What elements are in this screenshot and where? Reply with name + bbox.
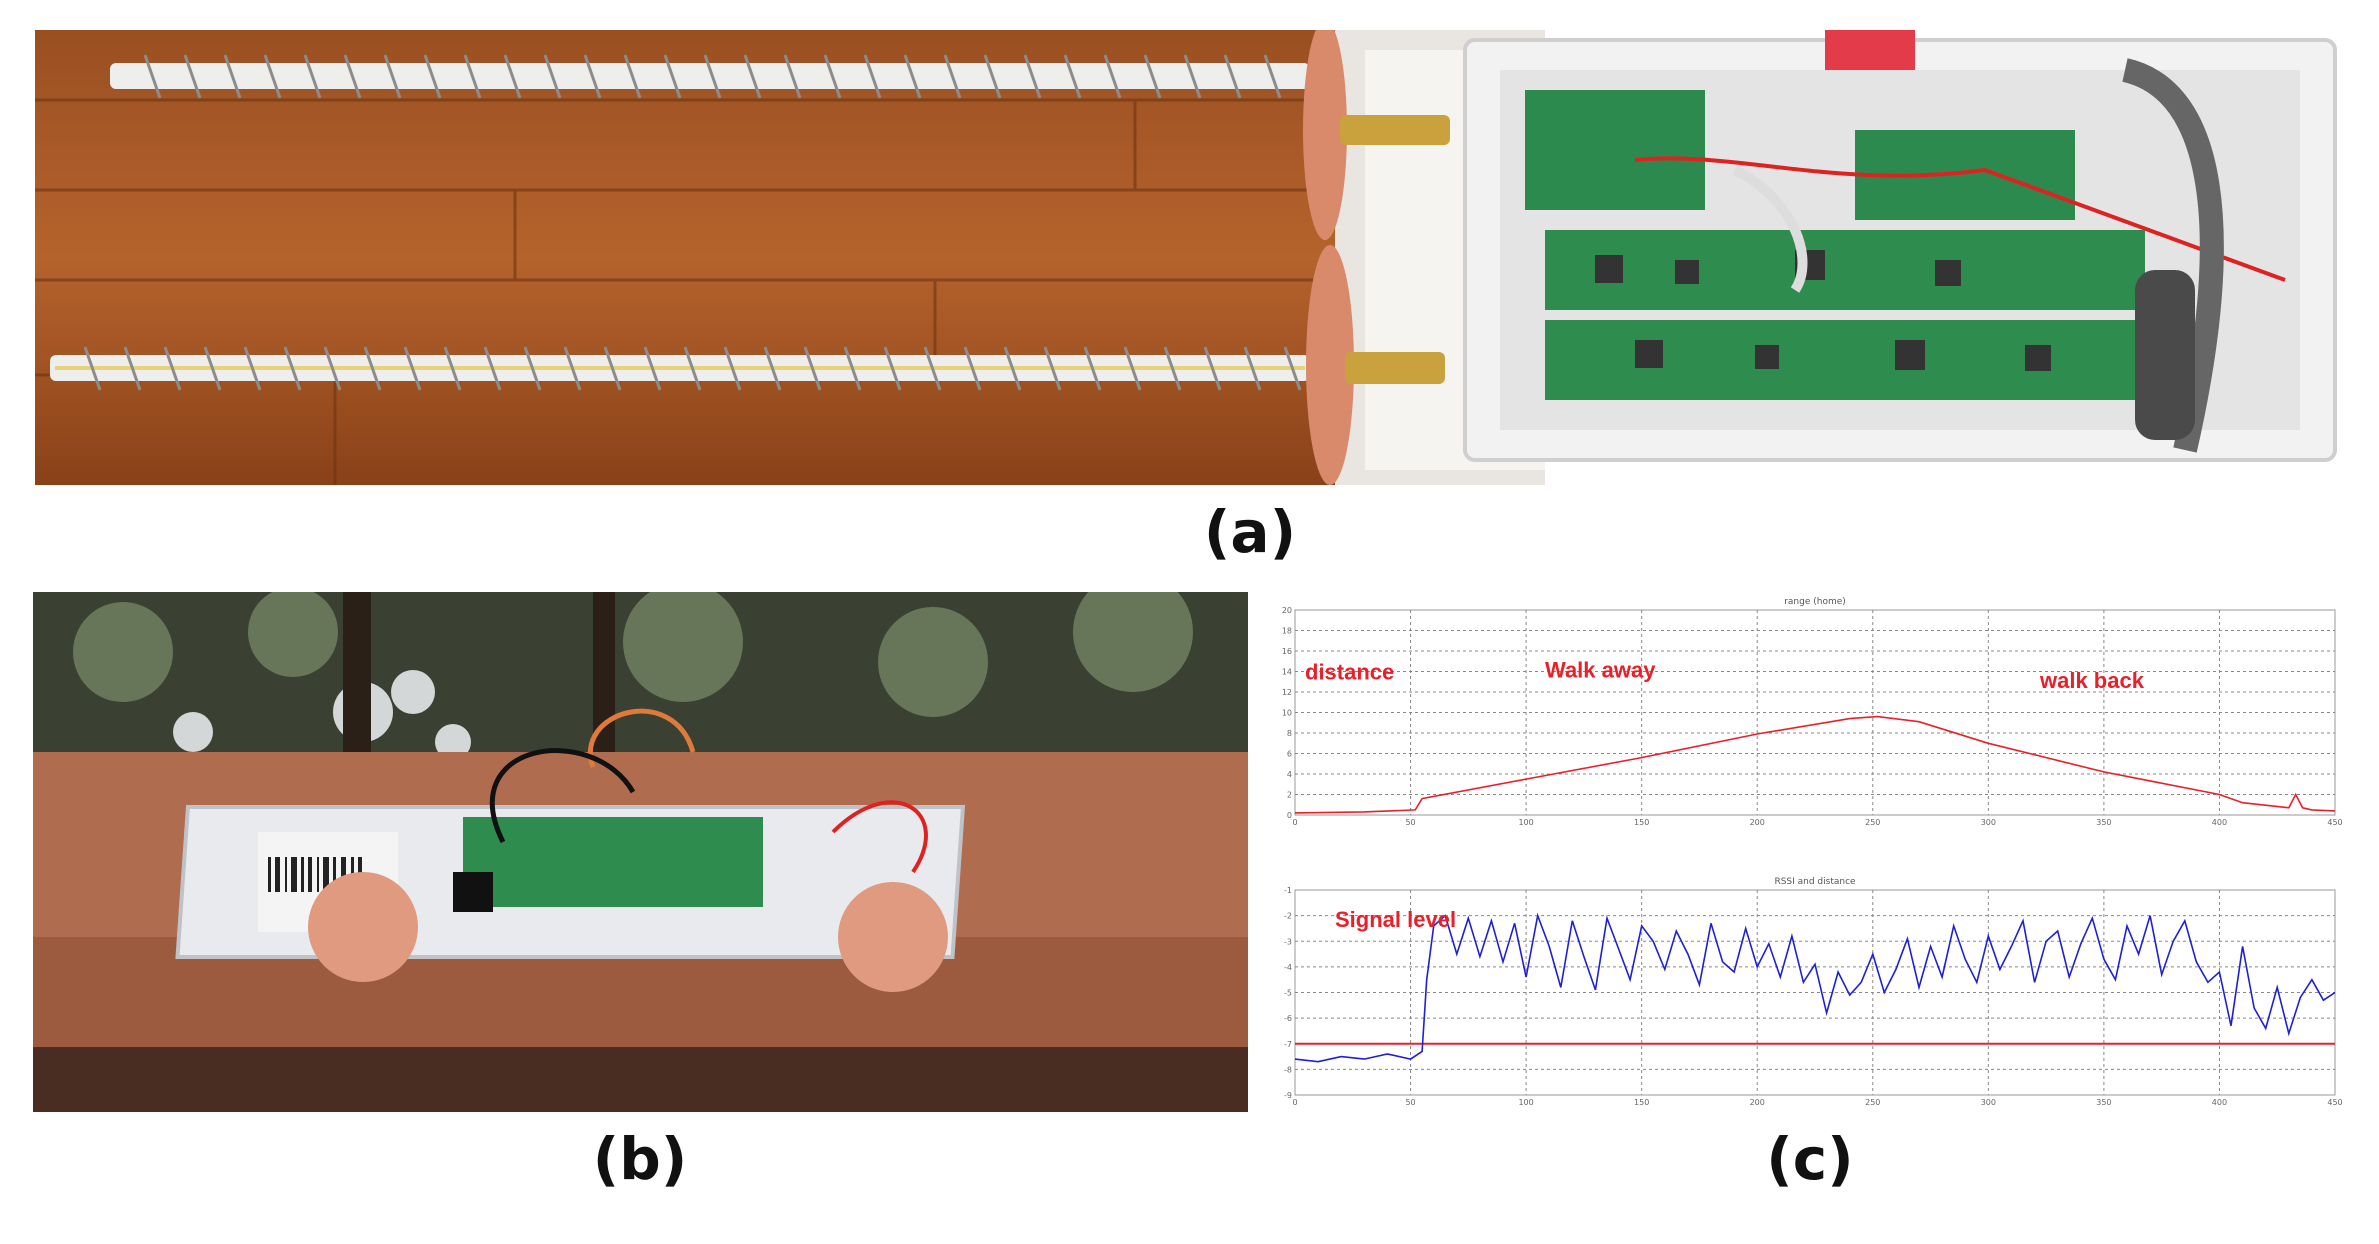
radar-module bbox=[175, 708, 966, 992]
x-tick-label: 200 bbox=[1750, 818, 1765, 827]
y-tick-label: 4 bbox=[1287, 770, 1292, 779]
y-tick-label: 2 bbox=[1287, 791, 1292, 800]
chart-annotation: Walk away bbox=[1545, 658, 1656, 683]
x-tick-label: 450 bbox=[2327, 818, 2342, 827]
chart-annotation: walk back bbox=[2039, 668, 2145, 693]
y-tick-label: -5 bbox=[1284, 989, 1292, 998]
photo-antennas bbox=[35, 30, 2345, 485]
chart-title: RSSI and distance bbox=[1774, 877, 1856, 887]
y-tick-label: 18 bbox=[1282, 627, 1292, 636]
y-tick-label: 12 bbox=[1282, 688, 1292, 697]
x-tick-label: 450 bbox=[2327, 1098, 2342, 1107]
caption-c: (c) bbox=[1766, 1125, 1854, 1193]
chart-annotation: Signal level bbox=[1335, 907, 1456, 932]
x-tick-label: 100 bbox=[1518, 1098, 1533, 1107]
x-tick-label: 200 bbox=[1750, 1098, 1765, 1107]
helical-antenna-icon bbox=[110, 30, 1450, 240]
x-tick-label: 300 bbox=[1981, 1098, 1996, 1107]
x-tick-label: 250 bbox=[1865, 1098, 1880, 1107]
caption-a: (a) bbox=[1203, 498, 1297, 566]
x-tick-label: 400 bbox=[2212, 818, 2227, 827]
y-tick-label: 20 bbox=[1282, 606, 1292, 615]
series-line bbox=[1294, 912, 2336, 1063]
y-tick-label: 0 bbox=[1287, 811, 1292, 820]
y-tick-label: -9 bbox=[1284, 1091, 1292, 1100]
x-tick-label: 0 bbox=[1292, 1098, 1297, 1107]
y-tick-label: 6 bbox=[1287, 750, 1292, 759]
x-tick-label: 350 bbox=[2096, 1098, 2111, 1107]
y-tick-label: 14 bbox=[1282, 668, 1292, 677]
y-tick-label: -8 bbox=[1284, 1065, 1292, 1074]
y-tick-label: 8 bbox=[1287, 729, 1292, 738]
y-tick-label: 10 bbox=[1282, 709, 1292, 718]
y-tick-label: -7 bbox=[1284, 1040, 1292, 1049]
x-tick-label: 50 bbox=[1405, 1098, 1415, 1107]
chart-2: RSSI and distance 0 50 100 150 200 250 300 350 40… bbox=[1284, 877, 2343, 1107]
x-tick-label: 0 bbox=[1292, 818, 1297, 827]
y-tick-label: 16 bbox=[1282, 647, 1292, 656]
y-tick-label: -4 bbox=[1284, 963, 1292, 972]
x-tick-label: 100 bbox=[1518, 818, 1533, 827]
series-line bbox=[1294, 715, 2336, 814]
radar-board bbox=[1463, 30, 2337, 462]
caption-b: (b) bbox=[592, 1125, 688, 1193]
chart-title: range (home) bbox=[1784, 597, 1846, 607]
x-tick-label: 400 bbox=[2212, 1098, 2227, 1107]
y-tick-label: -2 bbox=[1284, 912, 1292, 921]
photo-module bbox=[33, 592, 1248, 1112]
y-tick-label: -1 bbox=[1284, 886, 1292, 895]
x-tick-label: 300 bbox=[1981, 818, 1996, 827]
x-tick-label: 150 bbox=[1634, 1098, 1649, 1107]
y-tick-label: -3 bbox=[1284, 937, 1292, 946]
chart-1: range (home) 0 50 100 150 200 250 300 350 400 450 0… bbox=[1282, 597, 2343, 827]
y-tick-label: -6 bbox=[1284, 1014, 1292, 1023]
x-tick-label: 150 bbox=[1634, 818, 1649, 827]
x-tick-label: 250 bbox=[1865, 818, 1880, 827]
helical-antenna-icon bbox=[50, 245, 1445, 485]
chart-annotation: distance bbox=[1305, 660, 1394, 685]
x-tick-label: 50 bbox=[1405, 818, 1415, 827]
x-tick-label: 350 bbox=[2096, 818, 2111, 827]
